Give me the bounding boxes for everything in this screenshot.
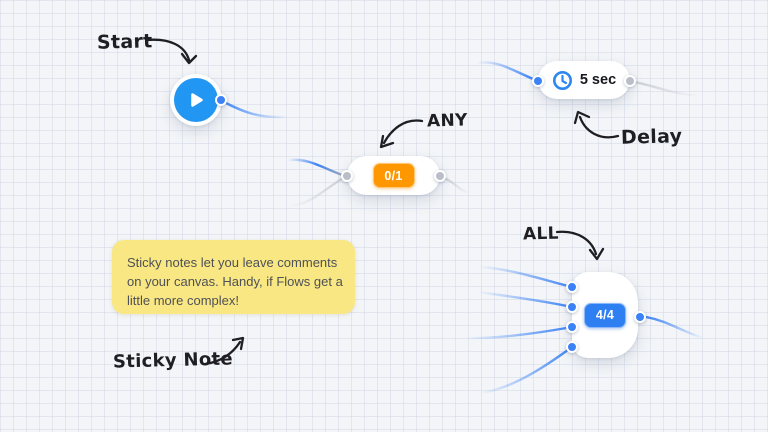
all-input-port-2[interactable] xyxy=(566,301,578,313)
any-counter-badge: 0/1 xyxy=(372,163,415,188)
all-node[interactable]: 4/4 xyxy=(566,272,646,358)
edge-any-in-top[interactable] xyxy=(286,158,347,178)
edge-any-out[interactable] xyxy=(441,176,472,195)
sticky-arrow xyxy=(203,336,245,366)
edge-all-in-3[interactable] xyxy=(464,325,574,340)
any-output-port[interactable] xyxy=(434,170,446,182)
all-label: ALL xyxy=(522,223,559,245)
edge-all-in-4[interactable] xyxy=(478,345,574,395)
edge-delay-in[interactable] xyxy=(475,61,535,81)
start-arrow xyxy=(145,38,198,65)
start-node[interactable] xyxy=(170,74,227,126)
all-counter-badge: 4/4 xyxy=(584,302,626,328)
start-label: Start xyxy=(96,30,153,54)
any-label: ANY xyxy=(426,110,468,132)
any-arrow xyxy=(379,119,424,149)
any-input-port[interactable] xyxy=(341,170,353,182)
sticky-note-label: Sticky Note xyxy=(112,348,234,373)
start-node-circle xyxy=(174,78,218,122)
sticky-note[interactable]: Sticky notes let you leave comments on y… xyxy=(112,240,355,314)
edge-any-in-bottom[interactable] xyxy=(288,175,347,208)
delay-input-port[interactable] xyxy=(532,75,544,87)
delay-arrow xyxy=(573,110,620,139)
edge-all-in-1[interactable] xyxy=(478,265,574,289)
all-output-port[interactable] xyxy=(634,311,646,323)
all-input-port-1[interactable] xyxy=(566,281,578,293)
all-input-port-3[interactable] xyxy=(566,321,578,333)
any-node[interactable]: 0/1 xyxy=(341,156,446,195)
delay-output-port[interactable] xyxy=(624,75,636,87)
all-input-port-4[interactable] xyxy=(566,341,578,353)
play-icon xyxy=(191,93,203,107)
delay-node[interactable]: 5 sec xyxy=(532,61,636,99)
delay-duration-text: 5 sec xyxy=(579,72,617,88)
edge-delay-out[interactable] xyxy=(632,80,702,98)
clock-icon xyxy=(552,70,572,90)
all-arrow xyxy=(555,230,605,261)
edge-all-in-2[interactable] xyxy=(476,290,574,309)
start-output-port[interactable] xyxy=(215,94,227,106)
edge-start-out[interactable] xyxy=(220,99,289,119)
delay-label: Delay xyxy=(620,125,683,149)
sticky-note-text: Sticky notes let you leave comments on y… xyxy=(127,255,343,309)
edge-all-out[interactable] xyxy=(644,315,705,340)
